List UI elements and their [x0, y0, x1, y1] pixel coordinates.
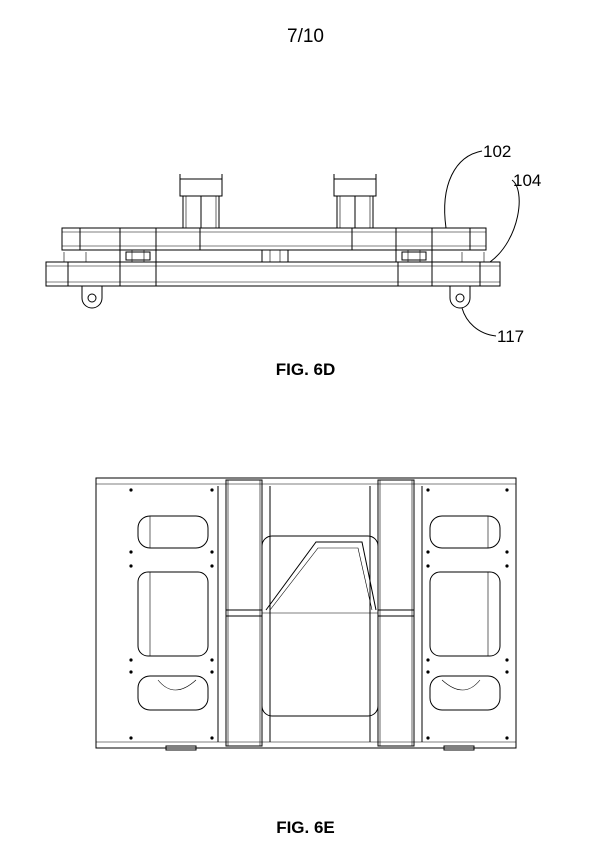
plan-cutout-left-bottom: [138, 676, 208, 710]
plan-cutout-right-middle: [430, 572, 500, 656]
plan-cutout-left-top: [138, 516, 208, 548]
plan-center-opening: [262, 536, 378, 716]
plan-cutout-left-middle: [138, 572, 208, 656]
plan-beam-right: [378, 480, 414, 746]
plan-bolt-holes: [129, 488, 508, 739]
plan-cutout-right-bottom: [430, 676, 500, 710]
plan-cutout-right-top: [430, 516, 500, 548]
plan-beam-left: [226, 480, 262, 746]
figure-6e-caption: FIG. 6E: [0, 818, 611, 838]
